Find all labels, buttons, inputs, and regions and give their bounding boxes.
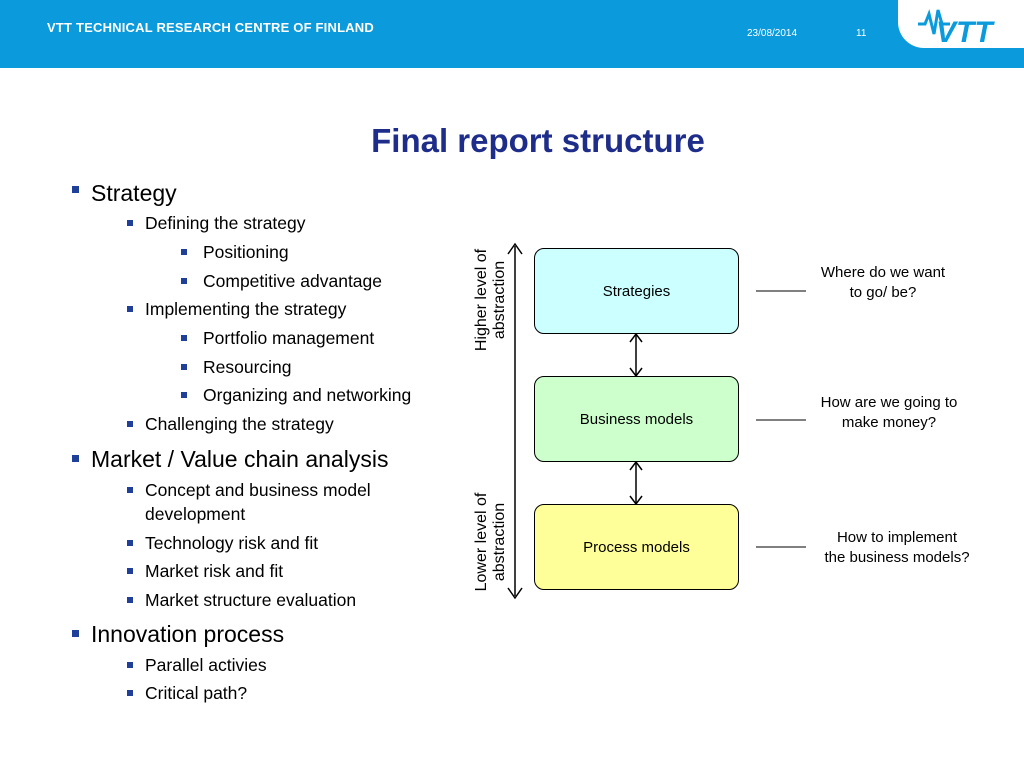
bullet-icon [127, 568, 133, 574]
arrow-up-icon [629, 332, 643, 343]
bullet-positioning: Positioning [203, 242, 289, 262]
bullet-icon [127, 220, 133, 226]
question-business-models-line1: How are we going to [820, 394, 958, 411]
bullet-challenging: Challenging the strategy [145, 414, 334, 434]
logo-text: VTT [936, 16, 995, 48]
slide-date: 23/08/2014 [747, 28, 798, 39]
business-models-label: Business models [579, 410, 694, 428]
higher-abstraction-label: Higher level of abstraction [473, 230, 509, 370]
arrow-up-icon [629, 460, 643, 471]
bullet-implementing: Implementing the strategy [145, 299, 347, 319]
bullet-innovation: Innovation process [91, 621, 285, 647]
bullet-icon [181, 249, 187, 255]
bullet-icon [127, 690, 133, 696]
bullet-organizing: Organizing and networking [203, 385, 412, 405]
bullet-resourcing: Resourcing [203, 357, 292, 377]
bullet-icon [181, 278, 187, 284]
bullet-icon [181, 335, 187, 341]
bullet-icon [72, 186, 79, 193]
bullet-critical: Critical path? [145, 683, 248, 703]
bullet-icon [127, 487, 133, 493]
higher-abstraction-line1: Higher level of [473, 248, 490, 352]
slide-title: Final report structure [371, 122, 705, 159]
lower-abstraction-label: Lower level of abstraction [473, 472, 509, 612]
higher-abstraction-line2: abstraction [491, 260, 508, 340]
header-bar: VTT TECHNICAL RESEARCH CENTRE OF FINLAND… [0, 0, 1024, 68]
question-process-models-line2: the business models? [824, 549, 970, 566]
logo-panel: VTT [898, 0, 1024, 49]
bullet-icon [181, 364, 187, 370]
process-models-label: Process models [583, 538, 690, 556]
page-number: 11 [856, 28, 867, 39]
arrow-up-icon [507, 242, 523, 255]
question-strategies: Where do we want to go/ be? [796, 263, 970, 303]
organization-name: VTT TECHNICAL RESEARCH CENTRE OF FINLAND [47, 20, 374, 35]
question-strategies-line2: to go/ be? [849, 284, 917, 301]
bullet-competitive: Competitive advantage [203, 271, 382, 291]
question-strategies-line1: Where do we want [820, 264, 946, 281]
lower-abstraction-line2: abstraction [491, 502, 508, 582]
vtt-logo-icon: VTT [918, 9, 995, 49]
strategies-label: Strategies [602, 282, 671, 300]
bullet-tech-risk: Technology risk and fit [145, 533, 319, 553]
question-business-models: How are we going to make money? [800, 393, 978, 433]
bullet-icon [127, 306, 133, 312]
process-models-box: Process models [534, 504, 739, 590]
bullet-icon [127, 421, 133, 427]
bullet-concept-cont: development [145, 504, 246, 524]
question-business-models-line2: make money? [841, 414, 937, 431]
bullet-icon [127, 540, 133, 546]
question-process-models: How to implement the business models? [806, 528, 988, 568]
bullet-market-risk: Market risk and fit [145, 561, 284, 581]
bullet-concept: Concept and business model [145, 480, 371, 500]
bullet-defining: Defining the strategy [145, 213, 306, 233]
bullet-icon [72, 455, 79, 462]
bullet-portfolio: Portfolio management [203, 328, 375, 348]
bullet-icon [127, 597, 133, 603]
bullet-market-structure: Market structure evaluation [145, 590, 357, 610]
strategies-box: Strategies [534, 248, 739, 334]
bullet-icon [127, 662, 133, 668]
bullet-icon [181, 392, 187, 398]
lower-abstraction-line1: Lower level of [473, 492, 490, 592]
arrow-down-icon [507, 587, 523, 600]
business-models-box: Business models [534, 376, 739, 462]
bullet-icon [72, 630, 79, 637]
bullet-strategy: Strategy [91, 180, 177, 206]
bullet-parallel: Parallel activies [145, 655, 267, 675]
question-process-models-line1: How to implement [836, 529, 958, 546]
bullet-market: Market / Value chain analysis [91, 446, 389, 472]
